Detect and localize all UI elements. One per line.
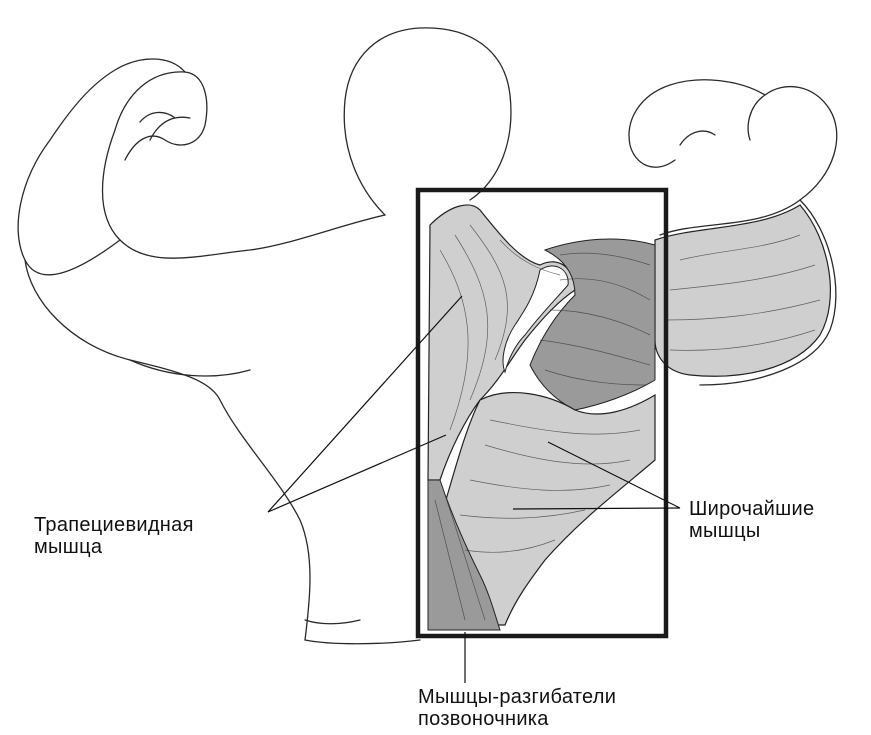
- erector-label: Мышцы-разгибатели позвоночника: [418, 686, 616, 730]
- left-arm-outline: [103, 72, 386, 258]
- trapezius-label: Трапециевидная мышца: [34, 514, 194, 558]
- muscle-region: [428, 205, 830, 630]
- left-torso-outline: [25, 260, 310, 640]
- latissimus-label: Широчайшие мышцы: [689, 498, 814, 542]
- erector-label-line1: Мышцы-разгибатели: [418, 686, 616, 708]
- trapezius-label-line1: Трапециевидная: [34, 514, 194, 536]
- erector-label-line2: позвоночника: [418, 708, 616, 730]
- latissimus-label-line2: мышцы: [689, 520, 814, 542]
- head-outline: [344, 28, 511, 215]
- left-forearm-outline: [18, 59, 185, 275]
- latissimus-label-line1: Широчайшие: [689, 498, 814, 520]
- trapezius-label-line2: мышца: [34, 536, 194, 558]
